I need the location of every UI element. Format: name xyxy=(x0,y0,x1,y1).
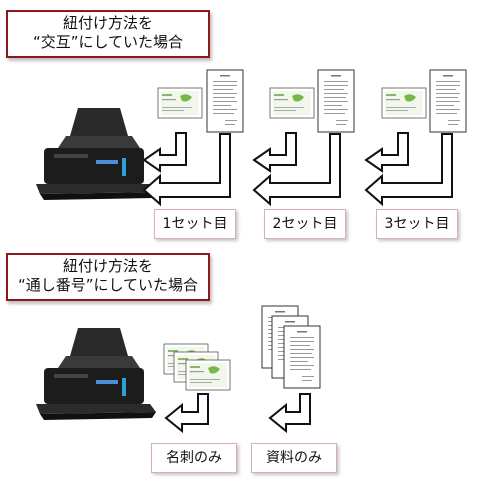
document-icon xyxy=(429,69,467,133)
title-line-2: “交互”にしていた場合 xyxy=(32,33,184,51)
feed-arrow-icon xyxy=(252,132,341,207)
document-icon xyxy=(283,325,321,389)
title-line-1: 紐付け方法を xyxy=(62,14,153,32)
business-card-icon xyxy=(381,87,427,119)
document-icon xyxy=(317,69,355,133)
label-cards-only: 名刺のみ xyxy=(151,443,237,473)
feed-arrow-icon xyxy=(142,132,231,207)
feed-arrow-icon xyxy=(364,132,453,207)
section-title-sequential: 紐付け方法を “通し番号”にしていた場合 xyxy=(6,253,210,301)
business-card-icon xyxy=(185,359,231,391)
business-card-icon xyxy=(157,87,203,119)
feed-arrow-icon xyxy=(268,393,311,434)
document-icon xyxy=(206,69,244,133)
title-line-1: 紐付け方法を xyxy=(62,257,153,275)
label-documents-only: 資料のみ xyxy=(251,443,337,473)
scanner-icon xyxy=(36,108,156,200)
title-line-2: “通し番号”にしていた場合 xyxy=(17,276,199,294)
set-label-1: 1セット目 xyxy=(154,209,236,239)
section-title-alternate: 紐付け方法を “交互”にしていた場合 xyxy=(6,10,210,58)
feed-arrow-icon xyxy=(164,393,209,434)
set-label-3: 3セット目 xyxy=(376,209,458,239)
business-card-icon xyxy=(269,87,315,119)
scanner-icon xyxy=(36,328,156,420)
set-label-2: 2セット目 xyxy=(264,209,346,239)
